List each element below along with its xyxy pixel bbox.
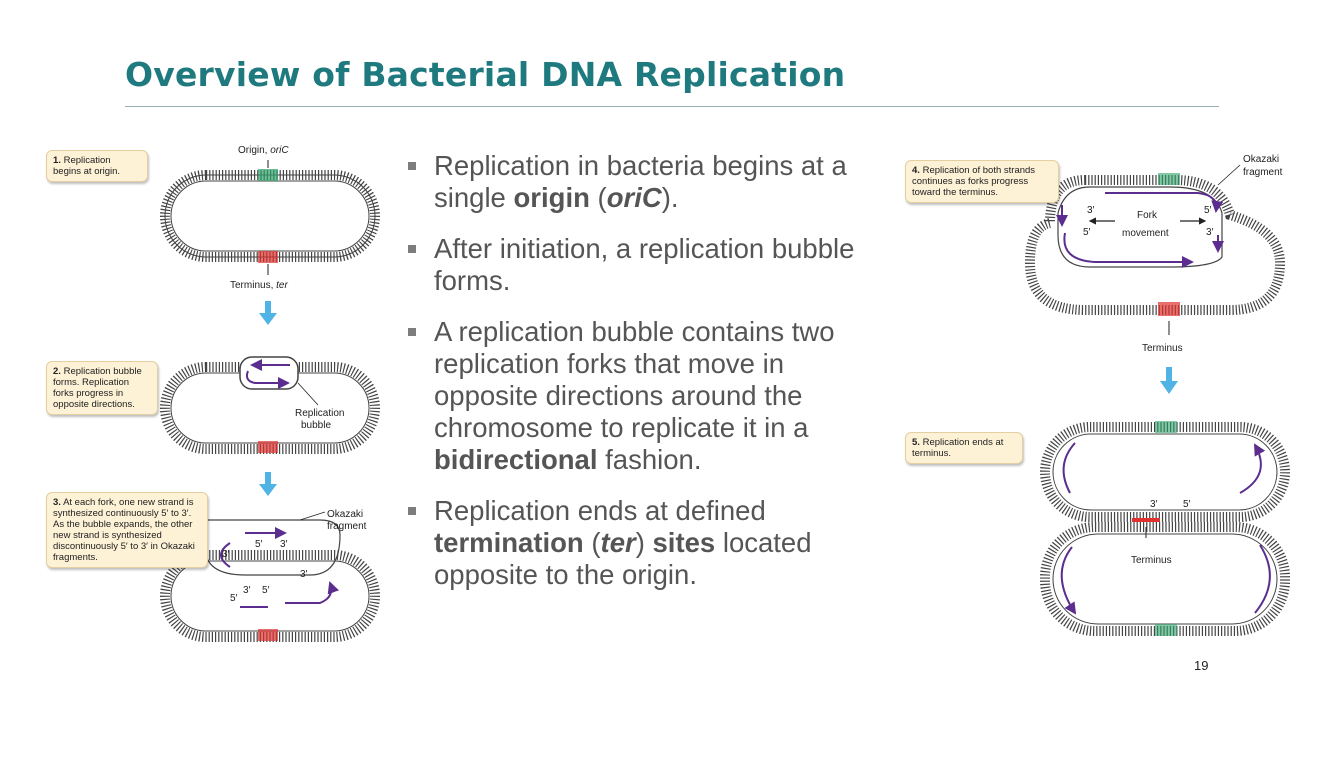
step1-chromosome [160,160,380,275]
svg-text:5′: 5′ [255,539,263,550]
step5-caption: 5. Replication ends at terminus. [905,432,1023,464]
svg-text:3′: 3′ [1087,205,1095,216]
bullet-list: Replication in bacteria begins at a sing… [404,150,884,610]
bullet-square-icon [408,328,416,336]
title-divider [125,106,1219,107]
bullet-4: Replication ends at defined termination … [404,495,884,591]
step2-chromosome [160,356,380,454]
svg-text:3′: 3′ [1206,227,1214,238]
bubble-label-1: Replication [295,408,344,419]
okazaki-label-2: fragment [1243,167,1283,178]
svg-text:3′: 3′ [243,585,251,596]
down-arrow-icon [259,472,277,496]
right-figure: Okazaki fragment Fork movement 3′ 5′ 5′ … [1024,154,1290,636]
fork-label-2: movement [1122,228,1169,239]
step3-caption: 3. At each fork, one new strand is synth… [46,492,208,568]
okazaki-label-1: Okazaki [1243,154,1279,165]
bullet-square-icon [408,245,416,253]
okazaki-label-2: fragment [327,521,367,532]
step2-caption: 2. Replication bubble forms. Replication… [46,361,158,415]
slide-title: Overview of Bacterial DNA Replication [125,55,846,94]
bullet-1: Replication in bacteria begins at a sing… [404,150,884,214]
terminus-label: Terminus, ter [230,280,288,291]
step5-chromosomes [1040,421,1290,636]
left-figure: Origin, oriC Terminus, ter Replication b… [160,145,380,642]
down-arrow-icon [259,301,277,325]
fork-label-1: Fork [1137,210,1158,221]
step4-chromosome [1024,164,1286,335]
terminus-label: Terminus [1142,343,1183,354]
bullet-2: After initiation, a replication bubble f… [404,233,884,297]
bubble-label-2: bubble [301,420,331,431]
step3-chromosome [160,511,380,642]
svg-text:3′: 3′ [280,539,288,550]
svg-text:3′: 3′ [1150,499,1158,510]
step4-caption: 4. Replication of both strands continues… [905,160,1059,203]
svg-text:5′: 5′ [1204,205,1212,216]
down-arrow-icon [1160,367,1178,394]
terminus-label-2: Terminus [1131,555,1172,566]
bullet-3: A replication bubble contains two replic… [404,316,884,476]
svg-text:5′: 5′ [1083,227,1091,238]
step1-caption: 1. Replication begins at origin. [46,150,148,182]
bullet-square-icon [408,162,416,170]
bullet-square-icon [408,507,416,515]
svg-text:3′: 3′ [222,549,230,560]
svg-text:5′: 5′ [262,585,270,596]
svg-text:3′: 3′ [300,569,308,580]
okazaki-label-1: Okazaki [327,509,363,520]
origin-label: Origin, oriC [238,145,289,156]
page-number: 19 [1194,658,1209,673]
svg-text:5′: 5′ [1183,499,1191,510]
svg-text:5′: 5′ [230,593,238,604]
